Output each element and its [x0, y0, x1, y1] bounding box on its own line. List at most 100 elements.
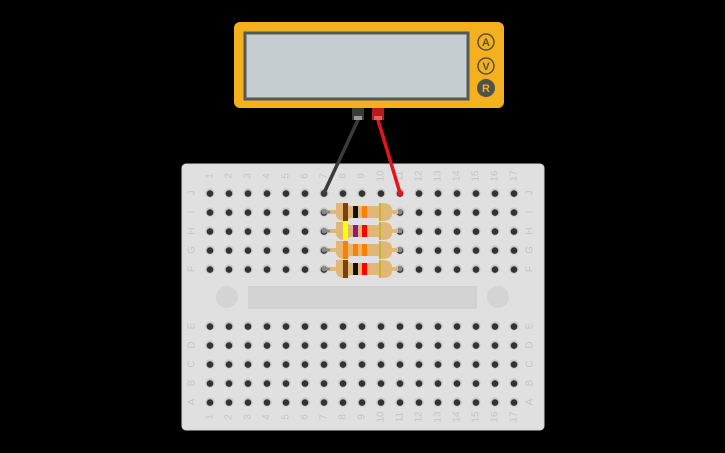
hole-E14[interactable] — [452, 321, 462, 331]
hole-C3[interactable] — [243, 359, 253, 369]
hole-J12[interactable] — [414, 188, 424, 198]
hole-C4[interactable] — [262, 359, 272, 369]
hole-E8[interactable] — [338, 321, 348, 331]
hole-G2[interactable] — [224, 245, 234, 255]
hole-C17[interactable] — [509, 359, 519, 369]
hole-A10[interactable] — [376, 397, 386, 407]
hole-F6[interactable] — [300, 264, 310, 274]
hole-D15[interactable] — [471, 340, 481, 350]
hole-B16[interactable] — [490, 378, 500, 388]
hole-H16[interactable] — [490, 226, 500, 236]
hole-J1[interactable] — [205, 188, 215, 198]
hole-H13[interactable] — [433, 226, 443, 236]
hole-H1[interactable] — [205, 226, 215, 236]
hole-H17[interactable] — [509, 226, 519, 236]
hole-C8[interactable] — [338, 359, 348, 369]
hole-I5[interactable] — [281, 207, 291, 217]
hole-E5[interactable] — [281, 321, 291, 331]
hole-I1[interactable] — [205, 207, 215, 217]
black-probe-tip[interactable] — [321, 190, 327, 196]
hole-F12[interactable] — [414, 264, 424, 274]
hole-F13[interactable] — [433, 264, 443, 274]
hole-J2[interactable] — [224, 188, 234, 198]
hole-B12[interactable] — [414, 378, 424, 388]
hole-B3[interactable] — [243, 378, 253, 388]
hole-D2[interactable] — [224, 340, 234, 350]
hole-J13[interactable] — [433, 188, 443, 198]
hole-A3[interactable] — [243, 397, 253, 407]
hole-D9[interactable] — [357, 340, 367, 350]
hole-F15[interactable] — [471, 264, 481, 274]
hole-H4[interactable] — [262, 226, 272, 236]
hole-D13[interactable] — [433, 340, 443, 350]
hole-D12[interactable] — [414, 340, 424, 350]
hole-C10[interactable] — [376, 359, 386, 369]
hole-I4[interactable] — [262, 207, 272, 217]
hole-G13[interactable] — [433, 245, 443, 255]
hole-C11[interactable] — [395, 359, 405, 369]
hole-J17[interactable] — [509, 188, 519, 198]
hole-B13[interactable] — [433, 378, 443, 388]
hole-B5[interactable] — [281, 378, 291, 388]
hole-G12[interactable] — [414, 245, 424, 255]
hole-A13[interactable] — [433, 397, 443, 407]
hole-D11[interactable] — [395, 340, 405, 350]
hole-E12[interactable] — [414, 321, 424, 331]
hole-D3[interactable] — [243, 340, 253, 350]
hole-D17[interactable] — [509, 340, 519, 350]
hole-A16[interactable] — [490, 397, 500, 407]
hole-I3[interactable] — [243, 207, 253, 217]
hole-G14[interactable] — [452, 245, 462, 255]
hole-I16[interactable] — [490, 207, 500, 217]
hole-A4[interactable] — [262, 397, 272, 407]
hole-B11[interactable] — [395, 378, 405, 388]
hole-H6[interactable] — [300, 226, 310, 236]
hole-F4[interactable] — [262, 264, 272, 274]
hole-B1[interactable] — [205, 378, 215, 388]
hole-F1[interactable] — [205, 264, 215, 274]
resistor-brown-black-orange-gold[interactable] — [321, 203, 403, 221]
hole-F14[interactable] — [452, 264, 462, 274]
hole-G6[interactable] — [300, 245, 310, 255]
hole-H15[interactable] — [471, 226, 481, 236]
ammeter-mode-button[interactable]: A — [477, 33, 495, 51]
hole-E15[interactable] — [471, 321, 481, 331]
hole-C12[interactable] — [414, 359, 424, 369]
hole-E17[interactable] — [509, 321, 519, 331]
hole-H3[interactable] — [243, 226, 253, 236]
hole-B10[interactable] — [376, 378, 386, 388]
hole-E7[interactable] — [319, 321, 329, 331]
hole-A15[interactable] — [471, 397, 481, 407]
hole-F17[interactable] — [509, 264, 519, 274]
hole-A8[interactable] — [338, 397, 348, 407]
hole-B8[interactable] — [338, 378, 348, 388]
hole-I17[interactable] — [509, 207, 519, 217]
hole-G5[interactable] — [281, 245, 291, 255]
hole-D1[interactable] — [205, 340, 215, 350]
hole-B6[interactable] — [300, 378, 310, 388]
hole-E6[interactable] — [300, 321, 310, 331]
hole-J6[interactable] — [300, 188, 310, 198]
hole-C16[interactable] — [490, 359, 500, 369]
resistor-yellow-violet-red-gold[interactable] — [321, 222, 403, 240]
hole-D14[interactable] — [452, 340, 462, 350]
hole-A12[interactable] — [414, 397, 424, 407]
hole-C14[interactable] — [452, 359, 462, 369]
hole-E3[interactable] — [243, 321, 253, 331]
hole-F5[interactable] — [281, 264, 291, 274]
hole-A2[interactable] — [224, 397, 234, 407]
hole-F2[interactable] — [224, 264, 234, 274]
hole-C13[interactable] — [433, 359, 443, 369]
hole-J16[interactable] — [490, 188, 500, 198]
hole-E11[interactable] — [395, 321, 405, 331]
hole-C15[interactable] — [471, 359, 481, 369]
hole-G4[interactable] — [262, 245, 272, 255]
resistor-brown-black-red-gold[interactable] — [321, 260, 403, 278]
hole-B14[interactable] — [452, 378, 462, 388]
voltmeter-mode-button[interactable]: V — [477, 57, 495, 75]
hole-E13[interactable] — [433, 321, 443, 331]
hole-G15[interactable] — [471, 245, 481, 255]
hole-E4[interactable] — [262, 321, 272, 331]
hole-J9[interactable] — [357, 188, 367, 198]
hole-H2[interactable] — [224, 226, 234, 236]
